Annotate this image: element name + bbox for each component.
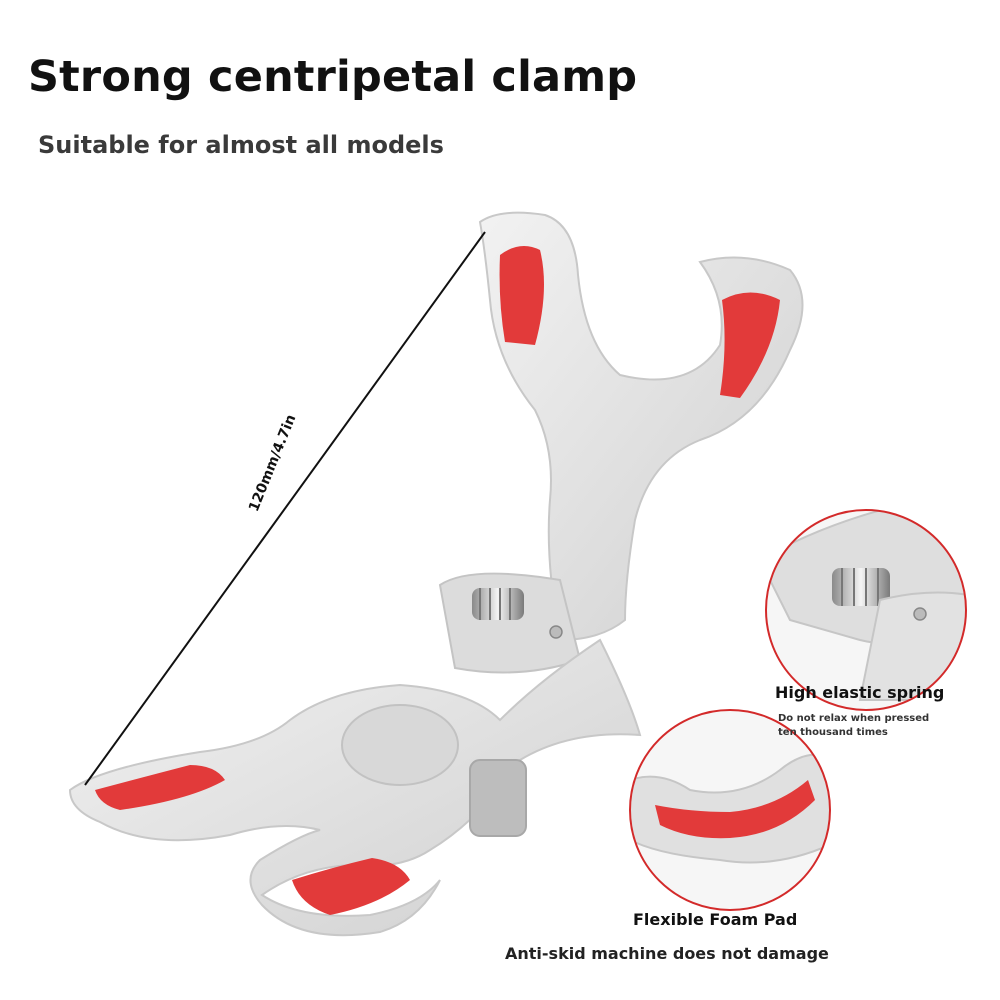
lower-right-pad [292, 858, 410, 915]
upper-clamp-arm [478, 211, 804, 642]
upper-right-pad [720, 292, 780, 398]
lower-left-pad [95, 765, 225, 810]
mount-socket [341, 704, 459, 786]
lower-clamp-arm [68, 638, 642, 937]
spring-callout-description: Do not relax when pressed ten thousand t… [778, 712, 929, 739]
spring-callout-title: High elastic spring [775, 683, 945, 702]
product-title: Strong centripetal clamp [28, 52, 638, 102]
dimension-line [84, 231, 486, 786]
mount-knob [469, 759, 527, 837]
upper-left-pad [499, 246, 544, 345]
spring-callout-circle [765, 509, 967, 711]
foam-callout-description: Anti-skid machine does not damage [505, 944, 829, 963]
product-subtitle: Suitable for almost all models [38, 131, 444, 159]
foam-callout-circle [629, 709, 831, 911]
foam-pad-closeup [655, 780, 815, 839]
spring-desc-line-1: Do not relax when pressed [778, 713, 930, 724]
foam-callout-title: Flexible Foam Pad [633, 910, 798, 929]
spring-desc-line-2: ten thousand times [778, 726, 888, 738]
spring-hinge [438, 572, 582, 674]
